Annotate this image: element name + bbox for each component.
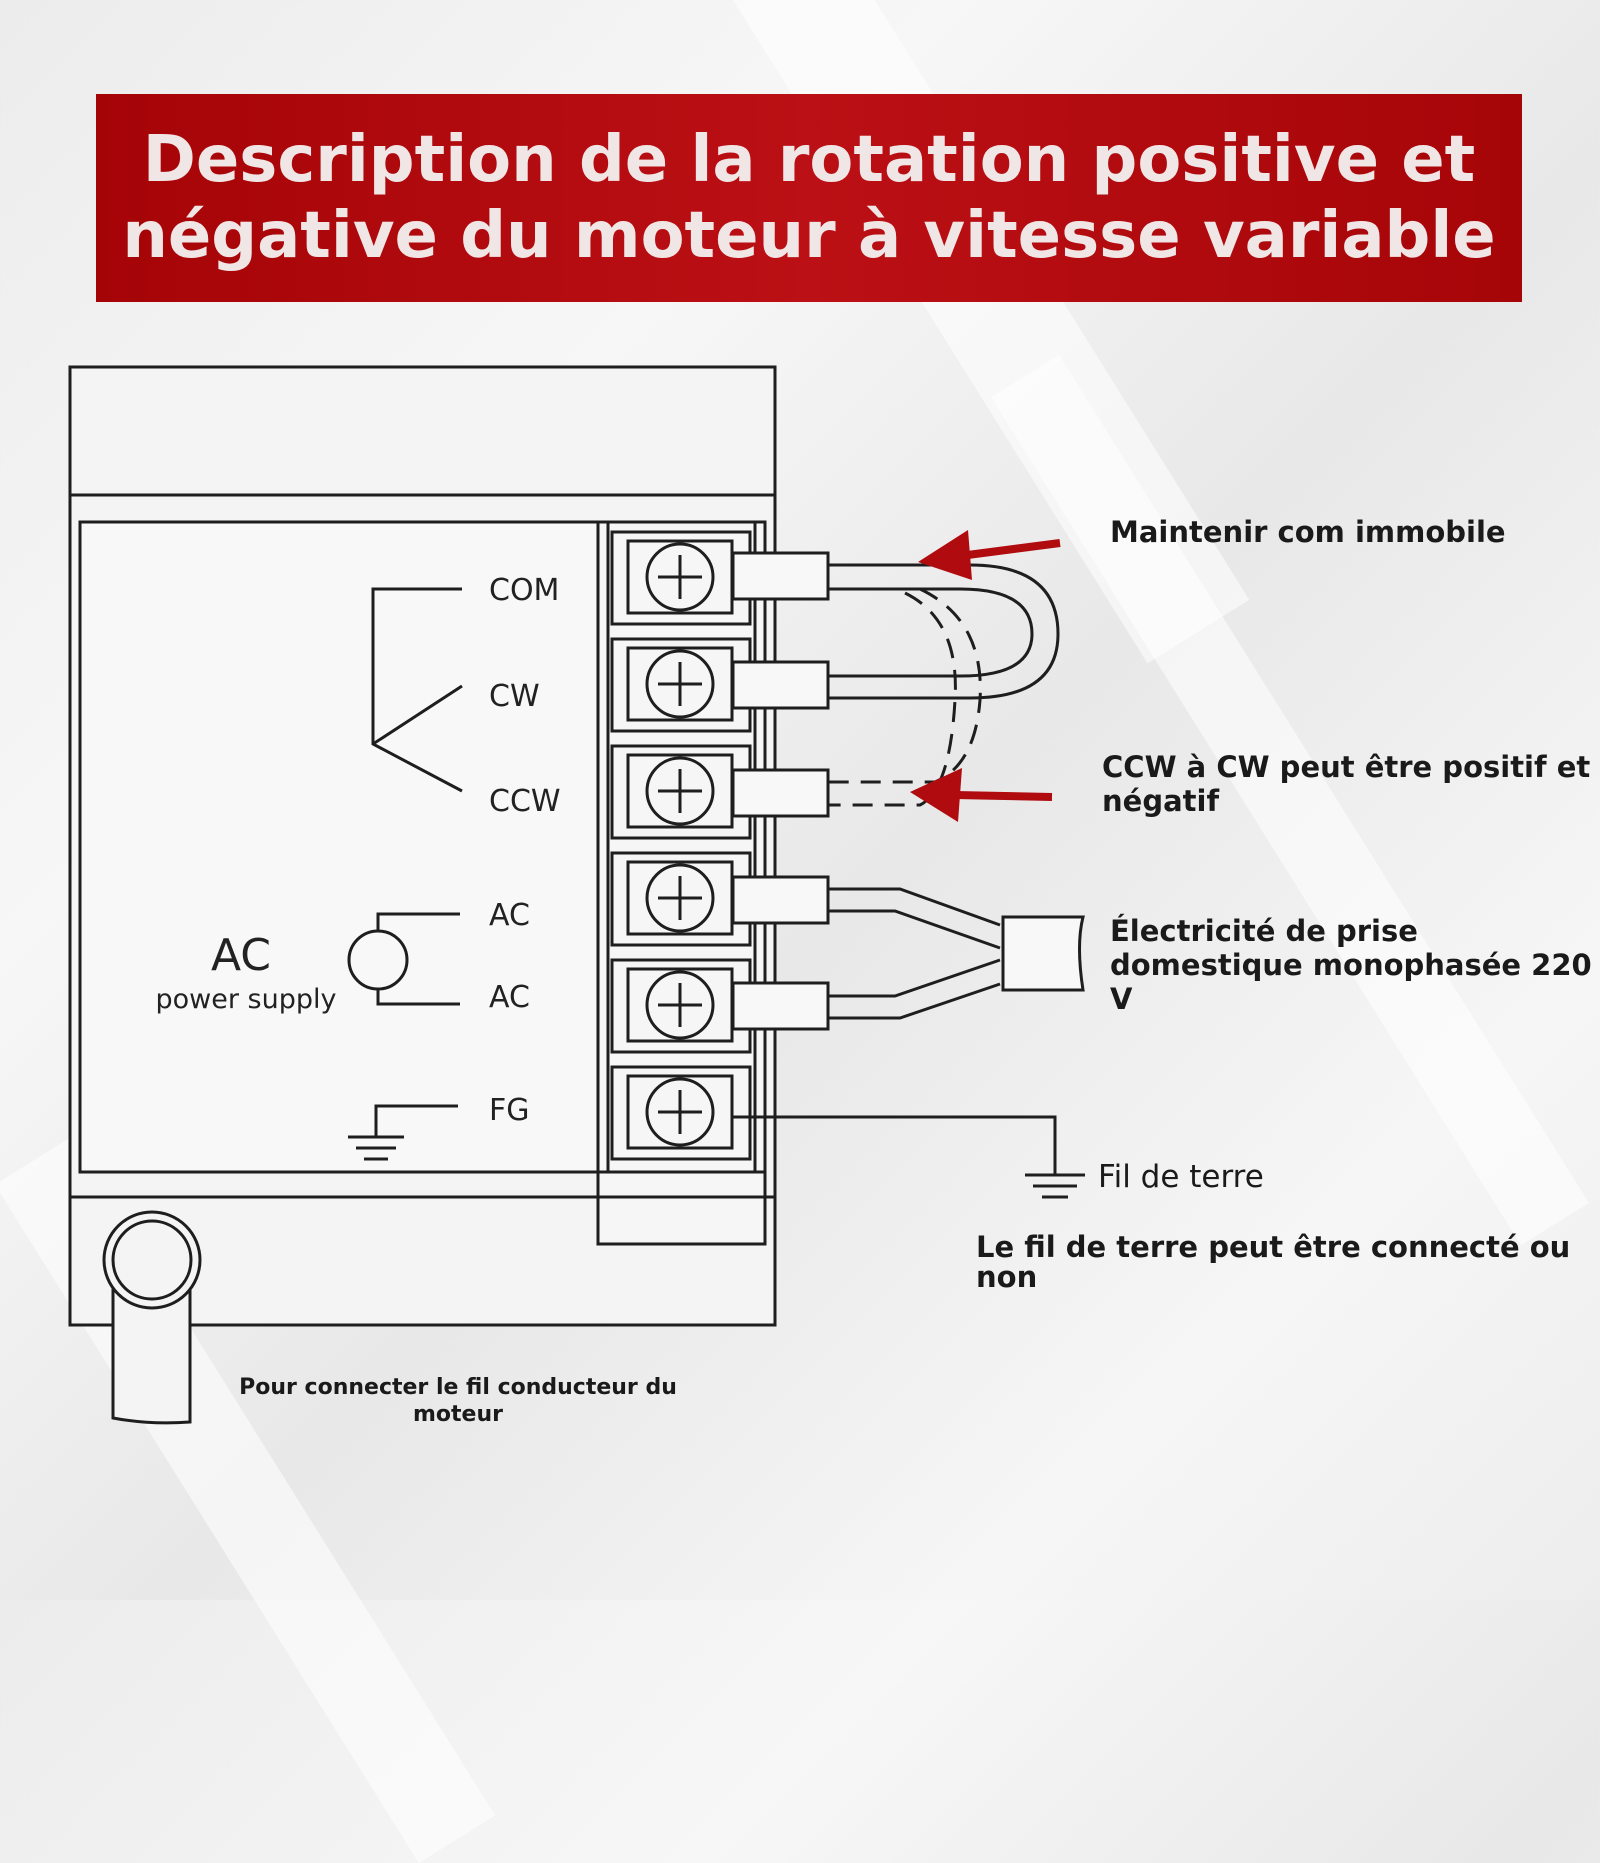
annotation-ground-note-line-2: non: [976, 1260, 1038, 1294]
annotation-ccw-cw: CCW à CW peut être positif et négatif: [1102, 750, 1590, 818]
power-ac-label: AC: [211, 930, 271, 981]
annotation-mains: Électricité de prise domestique monophas…: [1110, 914, 1592, 1016]
terminal-fg: [610, 1065, 752, 1161]
lug-ac-2: [731, 981, 830, 1031]
annotation-motor-lead-line-2: moteur: [413, 1402, 503, 1427]
terminal-ccw: [610, 744, 752, 840]
ground-icon: [348, 1104, 458, 1161]
ground-icon: [1025, 1173, 1085, 1199]
annotation-ground-note: Le fil de terre peut être connecté ou no…: [976, 1232, 1570, 1292]
lug-com: [731, 551, 830, 601]
inner-panel: [78, 520, 600, 1174]
red-arrow-icon: [910, 768, 1053, 822]
wiring-diagram: COM CW CCW AC AC FG AC power supply: [68, 365, 1085, 1425]
ac-wire-2-a: [828, 958, 1001, 998]
label-ac-1: AC: [489, 898, 530, 933]
annotation-mains-line-2: domestique monophasée 220: [1110, 948, 1592, 982]
terminal-ac-2: [610, 958, 752, 1054]
annotation-motor-lead: Pour connecter le fil conducteur du mote…: [238, 1374, 678, 1428]
label-fg: FG: [489, 1093, 530, 1128]
internal-schematic: [347, 587, 463, 1161]
annotation-ccw-cw-line-1: CCW à CW peut être positif et: [1102, 750, 1591, 784]
com-cw-jumper-outer: [828, 563, 1060, 700]
red-arrow-icon: [918, 530, 1061, 580]
label-com: COM: [489, 573, 559, 608]
ac-wire-1-a: [828, 887, 1001, 927]
title-banner: Description de la rotation positive et n…: [96, 94, 1522, 302]
terminal-com: [610, 530, 752, 626]
ccw-dashed-jumper: [828, 587, 982, 807]
lug-ccw: [731, 768, 830, 818]
terminal-cw: [610, 637, 752, 733]
annotation-com-hold: Maintenir com immobile: [1110, 515, 1506, 549]
com-cw-jumper-inner: [828, 587, 1034, 678]
label-ac-2: AC: [489, 980, 530, 1015]
mains-plug: [1001, 915, 1085, 992]
lug-ac-1: [731, 875, 830, 925]
label-cw: CW: [489, 679, 540, 714]
terminal-ac-1: [610, 851, 752, 947]
lug-cw: [731, 660, 830, 710]
ac-source-icon: [347, 929, 409, 991]
label-ccw: CCW: [489, 784, 561, 819]
ac-wire-1-b: [828, 909, 1001, 950]
title-line-2: négative du moteur à vitesse variable: [122, 199, 1496, 273]
title-line-1: Description de la rotation positive et: [142, 123, 1476, 197]
terminal-block: [596, 520, 767, 1246]
ac-wire-2-b: [828, 982, 1001, 1020]
com-ccw-switch-line: [371, 587, 463, 793]
annotation-mains-line-3: V: [1110, 982, 1133, 1016]
wires: [731, 551, 1085, 1199]
cw-switch-line: [372, 684, 463, 746]
annotation-ground-wire: Fil de terre: [1098, 1159, 1264, 1195]
annotation-motor-lead-line-1: Pour connecter le fil conducteur du: [239, 1375, 677, 1400]
motor-lead-connector: [102, 1210, 202, 1425]
power-supply-label: power supply: [156, 984, 337, 1015]
fg-wire: [733, 1115, 1057, 1175]
annotation-ccw-cw-line-2: négatif: [1102, 784, 1220, 818]
annotation-ground-note-line-1: Le fil de terre peut être connecté ou: [976, 1230, 1571, 1264]
annotation-mains-line-1: Électricité de prise: [1110, 914, 1418, 948]
